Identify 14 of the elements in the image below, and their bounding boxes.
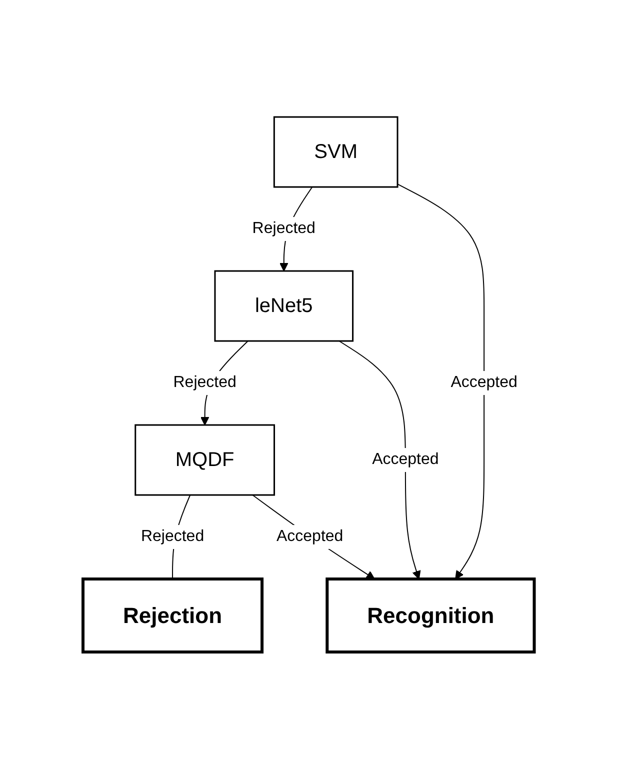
arrow [339, 340, 422, 580]
node-box: SVM [274, 116, 399, 188]
edge-label: Accepted [372, 451, 440, 468]
arrow [252, 494, 376, 580]
edge-label: Accepted [451, 374, 518, 391]
node-box: MQDF [135, 424, 276, 496]
edge-label: Accepted [276, 528, 344, 545]
node-box: Rejection [82, 578, 264, 654]
arrow [397, 184, 485, 580]
edge-label: Rejected [252, 220, 316, 237]
edge-label: Rejected [141, 528, 204, 545]
edge-label: Rejected [174, 374, 237, 391]
node-box: leNet5 [214, 270, 354, 342]
node-box: Recognition [326, 578, 536, 654]
